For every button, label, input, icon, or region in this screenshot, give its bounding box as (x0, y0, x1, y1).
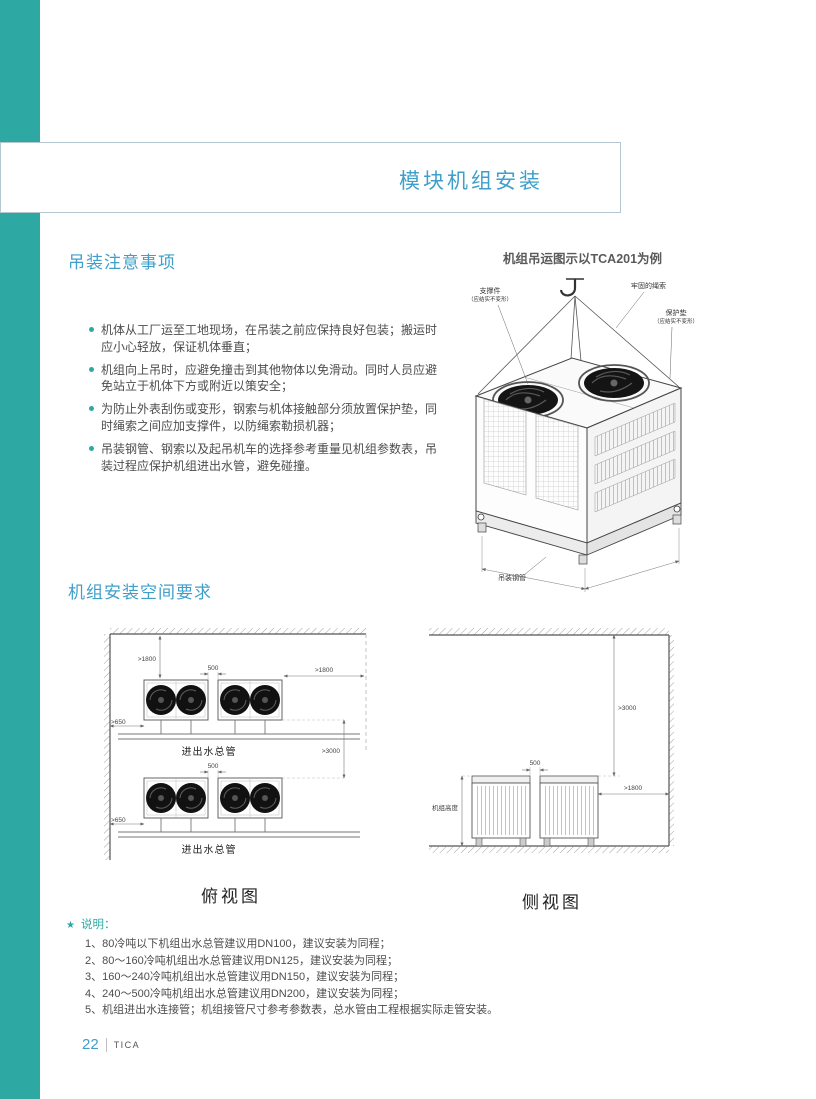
dim-right-gap: >1800 (315, 667, 334, 674)
dim-wall-gap: >1800 (138, 656, 157, 663)
notes-heading: ★ 说明： (66, 916, 686, 932)
ground-hatch (429, 846, 669, 853)
lifting-pipe-end (673, 505, 681, 513)
lifting-notes-list: 机体从工厂运至工地现场，在吊装之前应保持良好包装；搬运时应小心轻放，保证机体垂直… (88, 322, 440, 480)
page-footer: 22 TICA (82, 1036, 140, 1053)
brand-logo: TICA (113, 1039, 141, 1050)
pad-note-label: （应结实不变形） (654, 317, 698, 325)
unit-height-label: 机组高度 (432, 803, 459, 812)
section-heading-lifting: 吊装注意事项 (68, 253, 176, 272)
list-item: 机组向上吊时，应避免撞击到其他物体以免滑动。同时人员应避免站立于机体下方或附近以… (88, 362, 440, 396)
fan-icon (146, 685, 176, 715)
fan-icon (146, 783, 176, 813)
note-item: 2、80～160冷吨机组出水总管建议用DN125，建议安装为同程； (85, 954, 398, 967)
side-view-diagram: 500 >3000 >1800 机组高度 (429, 628, 674, 853)
footer-divider (105, 1037, 107, 1052)
unit-side-view (471, 775, 531, 847)
list-item: 机体从工厂运至工地现场，在吊装之前应保持良好包装；搬运时应小心轻放，保证机体垂直… (88, 322, 440, 356)
crane-lifting-illustration: 支撑件 （应结实不变形） 牢固的绳索 保护垫 （应结实不变形） 吊装钢管 (468, 278, 698, 592)
lifting-ropes (477, 295, 680, 427)
rope-label: 牢固的绳索 (631, 281, 666, 290)
section-heading-space: 机组安装空间要求 (68, 583, 212, 602)
dim-row-gap: >3000 (322, 748, 341, 755)
module-row (143, 679, 283, 721)
fan-icon (220, 685, 250, 715)
note-item: 3、160～240冷吨机组出水总管建议用DN150，建议安装为同程； (85, 971, 405, 983)
page-title: 模块机组安装 (399, 170, 543, 193)
note-item: 5、机组进出水连接管；机组接管尺寸参考参数表，总水管由工程根据实际走管安装。 (85, 1004, 499, 1016)
dim-ceiling-gap: >3000 (618, 705, 637, 712)
notes-list: 1、80冷吨以下机组出水总管建议用DN100，建议安装为同程； 2、80～160… (85, 936, 686, 1019)
pipe-label: 吊装钢管 (498, 573, 526, 582)
star-icon: ★ (66, 920, 75, 931)
pipe-header-label: 进出水总管 (182, 745, 237, 758)
dim-module-gap: 500 (530, 760, 541, 767)
wall-hatch (110, 628, 366, 634)
dim-side-gap: >650 (111, 817, 126, 824)
page-number: 22 (82, 1036, 99, 1053)
fan-icon (250, 685, 280, 715)
list-item: 吊装钢管、钢索以及起吊机车的选择参考重量见机组参数表，吊装过程应保护机组进出水管… (88, 441, 440, 475)
pipe-header-label: 进出水总管 (182, 843, 237, 856)
illustration-caption: 机组吊运图示以TCA201为例 (503, 252, 663, 266)
unit-side-view (539, 775, 599, 847)
fan-icon (578, 364, 650, 402)
dim-module-gap: 500 (208, 763, 219, 770)
dim-module-gap: 500 (208, 665, 219, 672)
list-item: 为防止外表刮伤或变形，钢索与机体接触部分须放置保护垫，同时绳索之间应加支撑件，以… (88, 401, 440, 435)
fan-icon (176, 685, 206, 715)
support-label: 支撑件 (480, 286, 501, 295)
ceiling-hatch (429, 628, 669, 635)
notes-section: ★ 说明： 1、80冷吨以下机组出水总管建议用DN100，建议安装为同程； 2、8… (66, 916, 686, 1019)
title-banner: 模块机组安装 (0, 142, 621, 213)
notes-title: 说明： (80, 919, 116, 931)
module-row (143, 777, 283, 819)
side-view-caption: 侧视图 (522, 893, 582, 912)
fan-icon (176, 783, 206, 813)
dim-wall-gap: >1800 (624, 785, 643, 792)
fan-icon (220, 783, 250, 813)
top-view-caption: 俯视图 (201, 887, 261, 906)
wall-hatch (669, 635, 674, 846)
lifting-pipe-end (477, 513, 485, 521)
fan-icon (250, 783, 280, 813)
wall-hatch (104, 634, 110, 860)
note-item: 1、80冷吨以下机组出水总管建议用DN100，建议安装为同程； (85, 938, 391, 950)
crane-hook-icon (559, 278, 584, 297)
dim-side-gap: >650 (111, 719, 126, 726)
note-item: 4、240～500冷吨机组出水总管建议用DN200，建议安装为同程； (85, 987, 405, 1000)
pad-label: 保护垫 (666, 308, 687, 317)
support-note-label: （应结实不变形） (468, 295, 512, 303)
top-view-diagram: >1800 500 >1800 >650 进出水总管 >3000 (104, 628, 367, 860)
